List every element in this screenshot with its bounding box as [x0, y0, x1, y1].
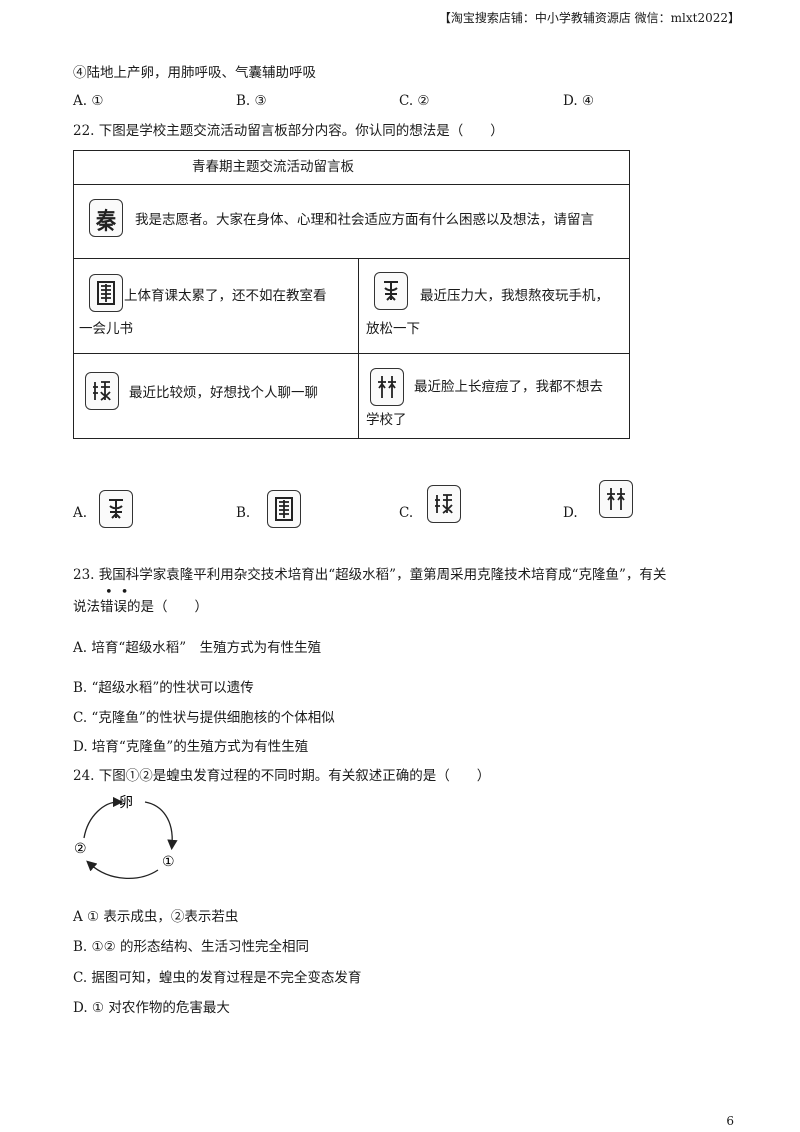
arrow-to-egg	[83, 796, 124, 839]
q21-line4: ④陆地上产卵，用肺呼吸、气囊辅助呼吸	[73, 65, 316, 81]
q22-option-b[interactable]: B.	[236, 505, 251, 521]
seal-d-icon	[370, 368, 404, 406]
q22-stem: 22. 下图是学校主题交流活动留言板部分内容。你认同的想法是（ ）	[73, 123, 504, 139]
q22-option-a[interactable]: A.	[73, 505, 88, 521]
option-d-seal-icon[interactable]	[599, 480, 633, 518]
q23-option-d[interactable]: D. 培育“克隆鱼”的生殖方式为有性生殖	[73, 739, 309, 755]
q24-option-b[interactable]: B. ①② 的形态结构、生活习性完全相同	[73, 939, 309, 955]
emphasis-dots: • •	[105, 585, 131, 600]
page-number: 6	[726, 1114, 734, 1128]
option-a-seal-icon[interactable]	[99, 490, 133, 528]
q24-stem: 24. 下图①②是蝗虫发育过程的不同时期。有关叙述正确的是（ ）	[73, 768, 491, 784]
board-title: 青春期主题交流活动留言板	[192, 159, 354, 175]
volunteer-message: 我是志愿者。大家在身体、心理和社会适应方面有什么困惑以及想法，请留言	[135, 212, 594, 228]
q23-stem-line1: 23. 我国科学家袁隆平利用杂交技术培育出“超级水稻”，童第周采用克隆技术培育成…	[73, 567, 667, 583]
locust-development-cycle-diagram: 卵 ① ②	[74, 795, 178, 880]
page-header: 【淘宝搜索店铺：中小学教辅资源店 微信：mlxt2022】	[438, 11, 740, 25]
q23-option-a[interactable]: A. 培育“超级水稻” 生殖方式为有性生殖	[73, 640, 322, 656]
q23-option-c[interactable]: C. “克隆鱼”的性状与提供细胞核的个体相似	[73, 710, 335, 726]
label-stage-1: ①	[162, 854, 175, 870]
message-board: 青春期主题交流活动留言板 秦 我是志愿者。大家在身体、心理和社会适应方面有什么困…	[73, 150, 630, 439]
board-divider	[358, 259, 359, 438]
q21-option-c[interactable]: C. ②	[399, 93, 430, 109]
message-b-line1: 最近压力大，我想熬夜玩手机，	[420, 288, 609, 304]
volunteer-row: 秦 我是志愿者。大家在身体、心理和社会适应方面有什么困惑以及想法，请留言	[74, 185, 629, 259]
q22-option-c[interactable]: C.	[399, 505, 414, 521]
board-title-row: 青春期主题交流活动留言板	[74, 151, 629, 185]
q24-option-c[interactable]: C. 据图可知，蝗虫的发育过程是不完全变态发育	[73, 970, 362, 986]
seal-c-icon	[85, 372, 119, 410]
message-a-line2: 一会儿书	[79, 321, 133, 337]
label-stage-2: ②	[74, 841, 87, 857]
q21-option-d[interactable]: D. ④	[563, 93, 595, 109]
q21-option-a[interactable]: A. ①	[73, 93, 104, 109]
q21-option-b[interactable]: B. ③	[236, 93, 267, 109]
label-egg: 卵	[119, 795, 133, 811]
q22-option-d[interactable]: D.	[563, 505, 578, 521]
seal-a-icon	[89, 274, 123, 312]
arrow-to-stage-2	[86, 860, 159, 880]
seal-qin-icon: 秦	[89, 199, 123, 237]
message-c: 最近比较烦，好想找个人聊一聊	[129, 385, 318, 401]
option-c-seal-icon[interactable]	[427, 485, 461, 523]
q23-stem-line2: 说法错误的是（ ）	[73, 599, 208, 615]
q23-option-b[interactable]: B. “超级水稻”的性状可以遗传	[73, 680, 254, 696]
q24-option-a[interactable]: A ① 表示成虫，②表示若虫	[73, 909, 239, 925]
q24-option-d[interactable]: D. ① 对农作物的危害最大	[73, 1000, 230, 1016]
seal-b-icon	[374, 272, 408, 310]
message-a-line1: 上体育课太累了，还不如在教室看	[124, 288, 327, 304]
messages-row-1: 上体育课太累了，还不如在教室看 一会儿书 最近压力大，我想熬夜玩手机， 放松一下	[74, 259, 629, 354]
message-d-line2: 学校了	[366, 412, 407, 428]
message-d-line1: 最近脸上长痘痘了，我都不想去	[414, 379, 603, 395]
messages-row-2: 最近比较烦，好想找个人聊一聊 最近脸上长痘痘了，我都不想去 学校了	[74, 354, 629, 438]
arrow-to-stage-1	[144, 801, 178, 851]
option-b-seal-icon[interactable]	[267, 490, 301, 528]
message-b-line2: 放松一下	[366, 321, 420, 337]
